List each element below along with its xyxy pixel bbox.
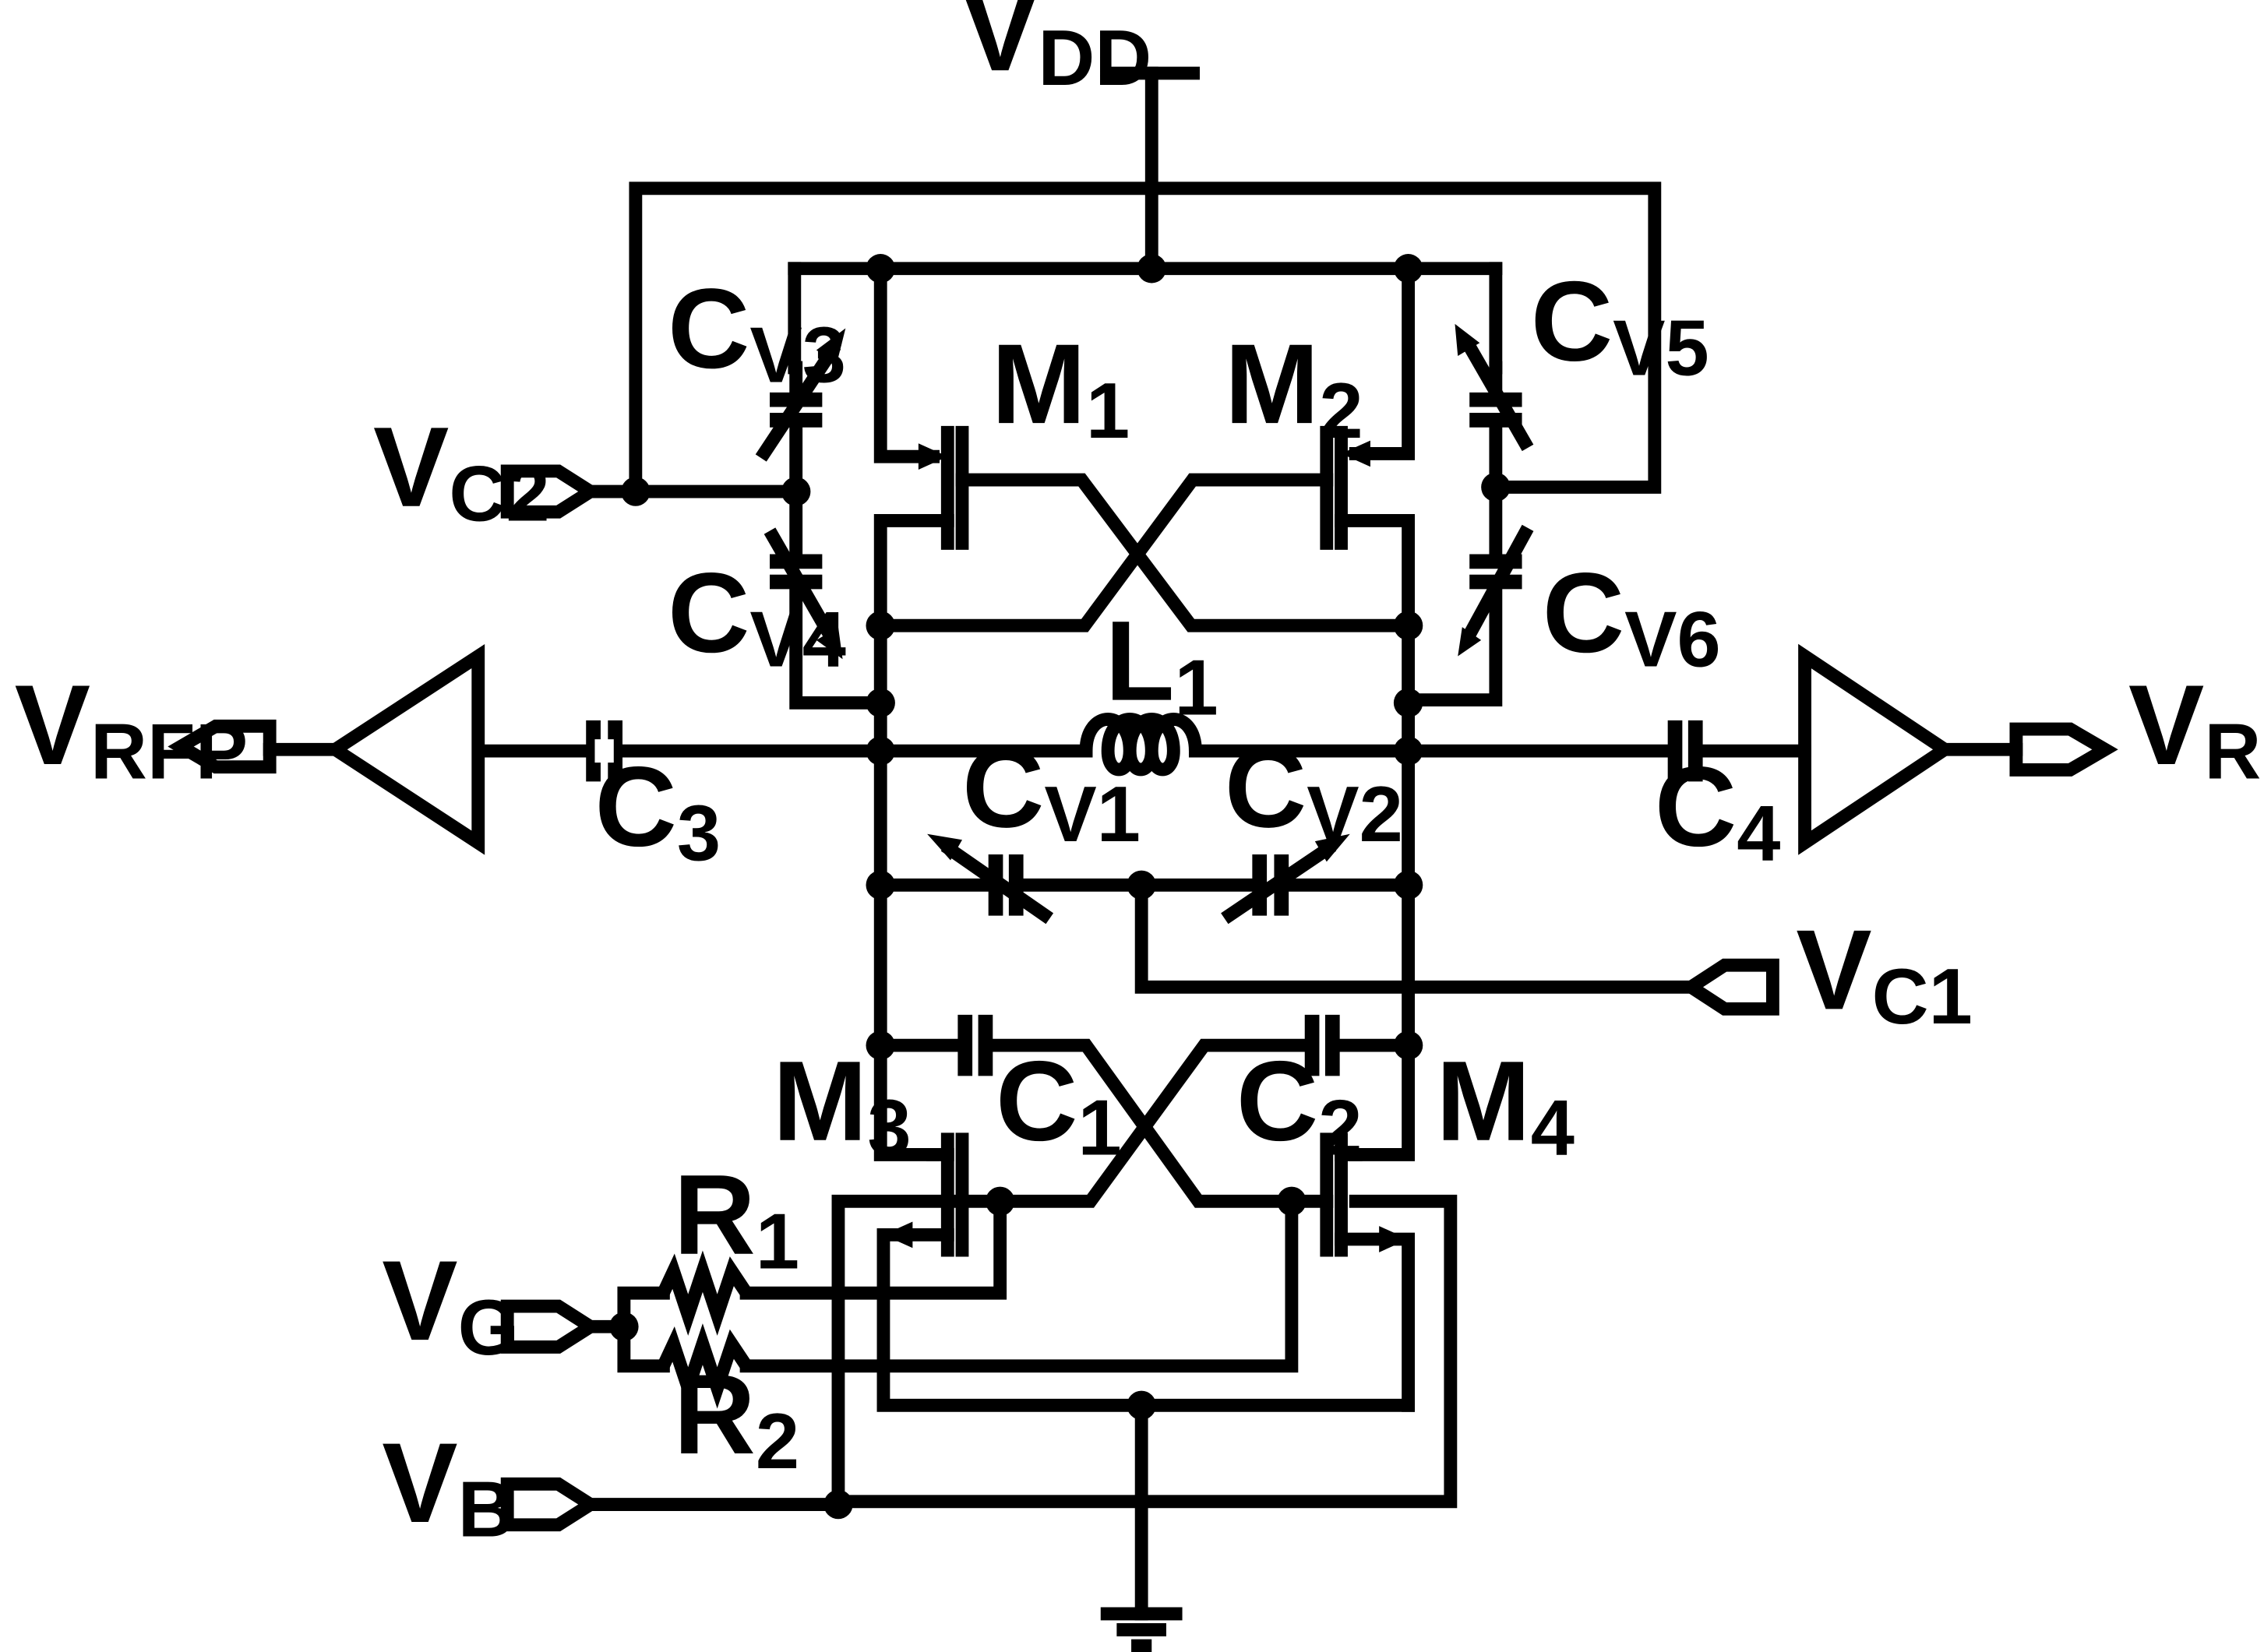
label-m4: M4 (1436, 1037, 1575, 1172)
port-vrfn-pin (2009, 722, 2118, 777)
label-vg: VG (382, 1237, 519, 1372)
label-r2: R2 (674, 1351, 800, 1485)
port-vrfp-pin (168, 719, 277, 774)
varactor-cv2 (1221, 833, 1350, 925)
label-c3: C3 (594, 743, 721, 878)
label-m1: M1 (991, 320, 1130, 455)
port-vc1-pin (1679, 958, 1779, 1016)
buffer-left (263, 643, 485, 855)
varactor-cv6 (1402, 481, 1534, 707)
label-cv2: CV2 (1225, 724, 1403, 858)
resistor-r1 (617, 1250, 753, 1336)
label-cv4: CV4 (668, 549, 846, 684)
junction-dots (609, 254, 1511, 1520)
varactor-cv1 (873, 833, 1416, 925)
port-vg-pin (500, 1299, 603, 1354)
inductor-l1 (474, 713, 1684, 777)
ground-symbol (1100, 1398, 1183, 1652)
buffer-right (1798, 643, 2023, 855)
varactor-cv4 (763, 484, 887, 710)
port-vc2-pin (500, 464, 603, 519)
label-c2: C2 (1236, 1037, 1363, 1172)
port-vb-pin (500, 1477, 603, 1532)
label-cv6: CV6 (1543, 549, 1721, 684)
label-m3: M3 (773, 1037, 912, 1172)
transistor-m3 (739, 1132, 1416, 1511)
label-l1: L1 (1105, 597, 1218, 732)
varactor-cv3 (755, 328, 846, 498)
label-m2: M2 (1225, 320, 1363, 455)
label-vrfn: VRFN (2128, 661, 2264, 796)
capacitor-c4 (1667, 720, 1811, 782)
label-r1: R1 (674, 1151, 800, 1286)
label-vb: VB (382, 1419, 514, 1554)
label-cv5: CV5 (1531, 258, 1709, 393)
label-vrfp: VRFP (15, 661, 248, 796)
label-cv3: CV3 (668, 265, 846, 400)
varactor-cv5 (1455, 323, 1534, 494)
tank-right-net (1349, 696, 1416, 1161)
label-c1: C1 (996, 1037, 1122, 1172)
vc1-net (1134, 878, 1698, 994)
label-vc2: VC2 (373, 403, 549, 538)
vdd-supply (1102, 66, 1201, 276)
label-vdd: VDD (962, 0, 1151, 102)
transistor-m2 (873, 262, 1416, 710)
tank-left-net (873, 696, 940, 1161)
capacitor-c3 (586, 720, 623, 782)
label-cv1: CV1 (962, 724, 1141, 858)
label-c4: C4 (1655, 743, 1781, 878)
top-rail (788, 262, 1503, 375)
label-vc1: VC1 (1796, 906, 1973, 1041)
